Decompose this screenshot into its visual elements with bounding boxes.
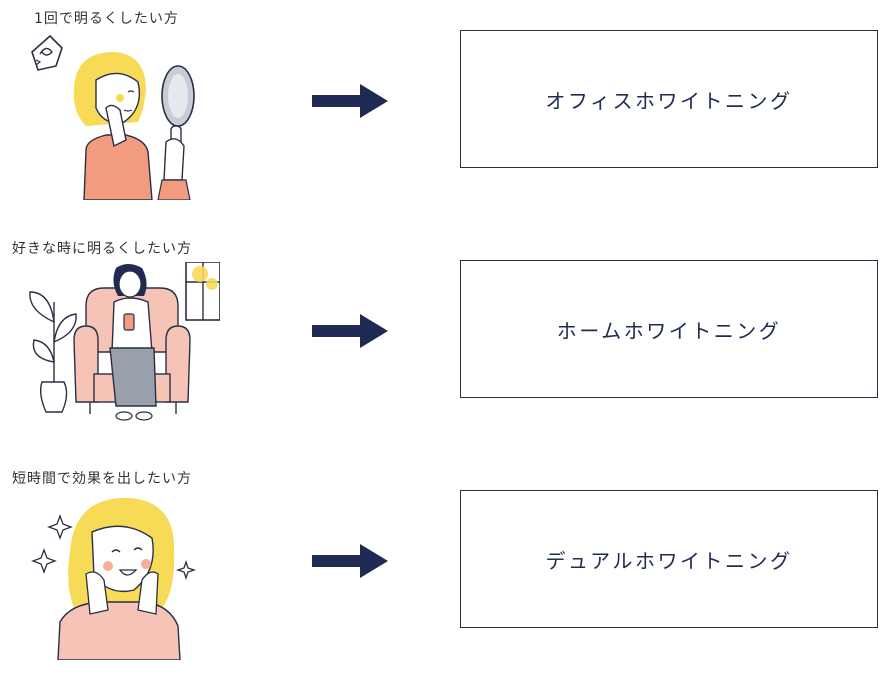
result-label: デュアルホワイトニング	[545, 548, 793, 573]
smiling-woman-illustration	[31, 497, 197, 660]
result-label: オフィスホワイトニング	[545, 88, 793, 113]
window-icon	[185, 262, 220, 321]
recommendation-row-office: 1回で明るくしたい方 オフィスホワイトニング	[0, 0, 880, 220]
confused-bubble-icon	[31, 34, 63, 71]
result-label: ホームホワイトニング	[556, 318, 782, 343]
woman-with-mirror-illustration	[31, 34, 195, 200]
right-arrow-icon	[312, 314, 388, 348]
recommendation-row-home: 好きな時に明るくしたい方	[0, 230, 880, 450]
right-arrow-icon	[312, 544, 388, 578]
row-caption: 1回で明るくしたい方	[34, 11, 179, 27]
row-caption: 好きな時に明るくしたい方	[12, 241, 192, 257]
result-box-home-whitening: ホームホワイトニング	[460, 260, 878, 398]
result-box-office-whitening: オフィスホワイトニング	[460, 30, 878, 168]
woman-in-armchair-illustration	[29, 262, 220, 421]
recommendation-row-dual: 短時間で効果を出したい方 デュアルホワイトニング	[0, 460, 880, 680]
row-caption: 短時間で効果を出したい方	[12, 471, 192, 487]
result-box-dual-whitening: デュアルホワイトニング	[460, 490, 878, 628]
sparkle-icon	[31, 514, 197, 581]
right-arrow-icon	[312, 84, 388, 118]
potted-plant-icon	[29, 291, 77, 413]
